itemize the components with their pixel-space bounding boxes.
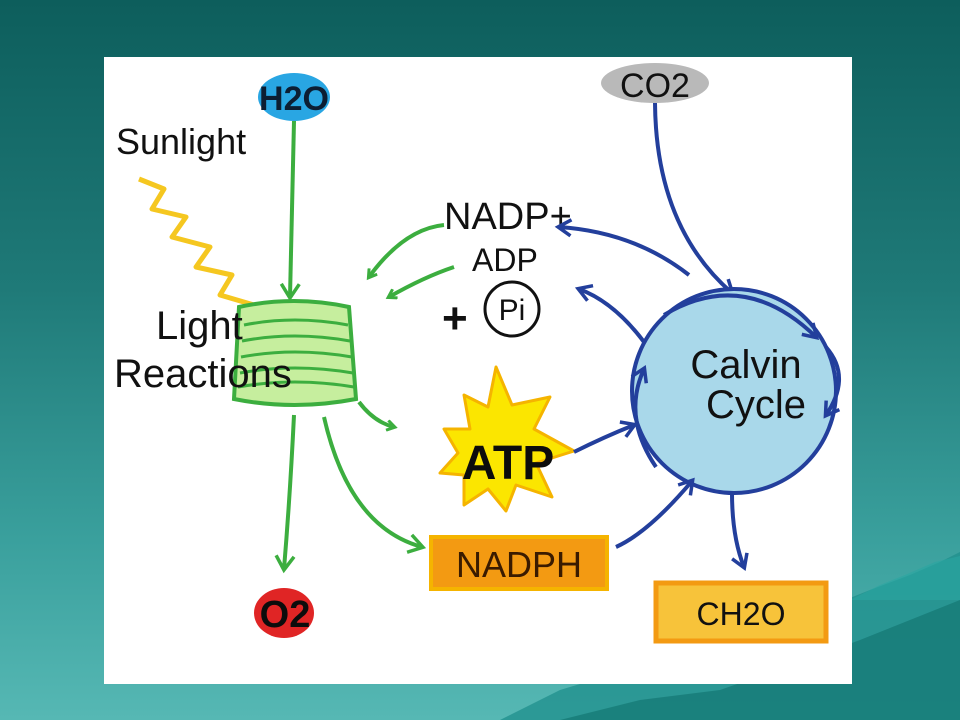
sunlight-label: Sunlight xyxy=(116,121,246,162)
calvin-to-nadp-arrow xyxy=(554,218,691,277)
calvin-to-adp-arrow xyxy=(574,283,646,344)
co2-label: CO2 xyxy=(620,67,690,105)
water-label: H2O xyxy=(259,80,329,118)
atp-label: ATP xyxy=(462,437,554,490)
nadph-box xyxy=(429,535,609,591)
nadph-to-calvin-arrow xyxy=(615,477,695,549)
thylakoid-stack-icon xyxy=(231,299,359,407)
light-to-atp-arrow xyxy=(357,400,394,427)
light-reactions-label-line2: Reactions xyxy=(114,352,292,396)
sugar-label: CH2O xyxy=(697,596,786,632)
light-reactions-label-line1: Light xyxy=(156,304,243,348)
calvin-cycle-left-arc xyxy=(630,365,658,469)
co2-oval xyxy=(601,63,709,103)
light-to-o2-arrow xyxy=(274,414,296,574)
oxygen-label: O2 xyxy=(260,594,311,636)
calvin-to-sugar-arrow xyxy=(730,492,749,572)
co2-to-calvin-arrow xyxy=(653,102,736,296)
water-to-light-arrow xyxy=(279,120,301,302)
nadp-plus-label: NADP+ xyxy=(444,196,572,238)
sugar-box xyxy=(653,580,829,644)
phosphate-circle xyxy=(483,280,541,338)
oxygen-oval xyxy=(254,588,314,638)
photosynthesis-diagram: H2O Sunlight Light Reactions O2 NADP+ AD… xyxy=(114,63,841,644)
diagram-panel: H2O Sunlight Light Reactions O2 NADP+ AD… xyxy=(104,57,852,684)
sunlight-zigzag xyxy=(138,176,267,325)
nadp-to-light-arrow xyxy=(369,223,445,277)
nadph-label: NADPH xyxy=(456,544,582,585)
calvin-label-line1: Calvin xyxy=(690,343,801,387)
atp-to-calvin-arrow xyxy=(573,420,639,454)
adp-to-light-arrow xyxy=(389,265,455,297)
calvin-cycle-right-arc xyxy=(823,345,841,419)
calvin-cycle-top-arc xyxy=(662,293,820,341)
light-to-nadph-arrow xyxy=(322,416,427,554)
water-oval xyxy=(258,73,330,121)
plus-sign: + xyxy=(442,294,468,343)
adp-label: ADP xyxy=(472,242,538,278)
calvin-label-line2: Cycle xyxy=(706,383,806,427)
phosphate-label: Pi xyxy=(499,294,526,327)
atp-burst-icon xyxy=(438,365,576,513)
